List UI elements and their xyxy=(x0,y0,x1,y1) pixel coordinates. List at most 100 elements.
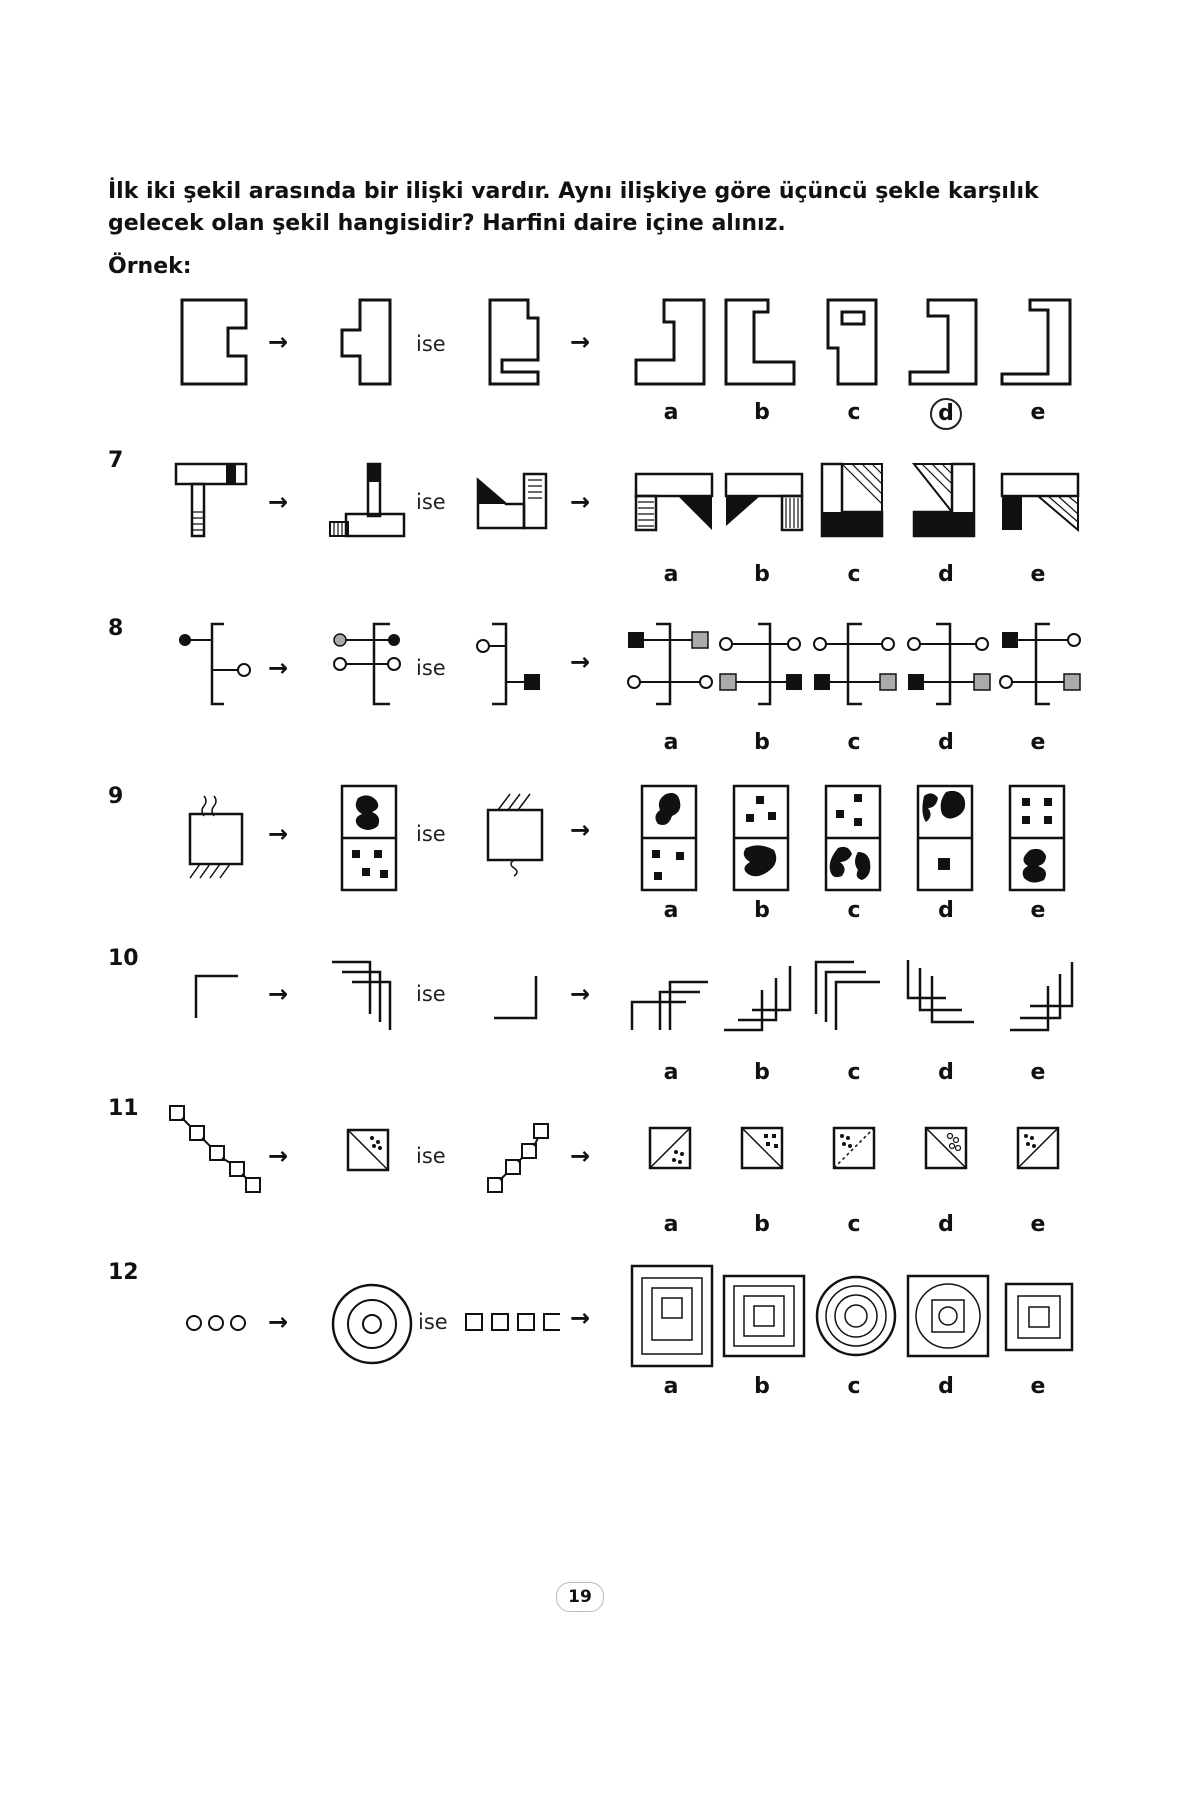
q7-option-e-figure[interactable] xyxy=(1000,472,1080,534)
option-letter-c[interactable]: c xyxy=(847,1060,861,1085)
q12-figure-3 xyxy=(464,1310,564,1334)
option-letter-e[interactable]: e xyxy=(1030,1060,1046,1085)
example-figure-3 xyxy=(488,298,548,388)
q9-option-e-figure[interactable] xyxy=(1008,784,1066,892)
option-letter-d[interactable]: d xyxy=(938,1374,954,1399)
option-letter-c[interactable]: c xyxy=(847,1374,861,1399)
example-answer-circled[interactable]: d xyxy=(930,398,962,430)
option-letter-a[interactable]: a xyxy=(663,1060,679,1085)
q11-option-a-figure[interactable] xyxy=(648,1126,692,1170)
q8-option-b-figure[interactable] xyxy=(718,620,804,710)
option-letter-a[interactable]: a xyxy=(663,1374,679,1399)
arrow: → xyxy=(268,980,289,1008)
q7-figure-2 xyxy=(328,462,408,542)
q8-option-c-figure[interactable] xyxy=(812,620,898,710)
q12-option-b-figure[interactable] xyxy=(722,1274,806,1358)
arrow: → xyxy=(268,328,289,356)
option-letter-a[interactable]: a xyxy=(663,562,679,587)
q7-option-c-figure[interactable] xyxy=(820,462,884,540)
example-option-b-figure[interactable] xyxy=(724,298,796,388)
q7-option-d-figure[interactable] xyxy=(911,462,976,540)
q9-figure-3 xyxy=(484,790,548,877)
question-number: 8 xyxy=(108,616,124,641)
arrow: → xyxy=(570,816,591,844)
q12-option-a-figure[interactable] xyxy=(630,1264,714,1368)
q10-option-b-figure[interactable] xyxy=(722,958,802,1034)
q12-option-c-figure[interactable] xyxy=(814,1274,898,1358)
q9-figure-1 xyxy=(184,794,248,880)
option-letter-c[interactable]: c xyxy=(847,730,861,755)
option-letter-e[interactable]: e xyxy=(1030,898,1046,923)
ise-label: ise xyxy=(416,332,446,356)
option-letter-b[interactable]: b xyxy=(754,1374,770,1399)
q12-option-d-figure[interactable] xyxy=(906,1274,990,1358)
option-letter-e[interactable]: e xyxy=(1030,562,1046,587)
arrow: → xyxy=(570,648,591,676)
ise-label: ise xyxy=(416,490,446,514)
page-number: 19 xyxy=(556,1582,604,1612)
example-option-d-figure[interactable] xyxy=(908,298,980,388)
q7-option-a-figure[interactable] xyxy=(634,472,714,534)
q10-figure-1 xyxy=(192,972,242,1022)
arrow: → xyxy=(570,328,591,356)
q9-option-d-figure[interactable] xyxy=(916,784,974,892)
option-letter-b[interactable]: b xyxy=(754,1212,770,1237)
option-letter-b[interactable]: b xyxy=(754,400,770,425)
arrow: → xyxy=(268,1142,289,1170)
question-number: 12 xyxy=(108,1260,139,1285)
ise-label: ise xyxy=(416,982,446,1006)
option-letter-e[interactable]: e xyxy=(1030,1374,1046,1399)
option-letter-a[interactable]: a xyxy=(663,898,679,923)
option-letter-c[interactable]: c xyxy=(847,898,861,923)
arrow: → xyxy=(570,1142,591,1170)
q12-figure-2 xyxy=(330,1282,414,1366)
option-letter-a[interactable]: a xyxy=(663,400,679,425)
q8-option-d-figure[interactable] xyxy=(906,620,992,710)
option-letter-b[interactable]: b xyxy=(754,1060,770,1085)
q10-figure-2 xyxy=(330,958,410,1034)
q7-figure-3 xyxy=(476,470,556,532)
q11-option-c-figure[interactable] xyxy=(832,1126,876,1170)
option-letter-b[interactable]: b xyxy=(754,730,770,755)
option-letter-d[interactable]: d xyxy=(938,898,954,923)
option-letter-d[interactable]: d xyxy=(938,1212,954,1237)
option-letter-d[interactable]: d xyxy=(938,1060,954,1085)
q9-figure-2 xyxy=(340,784,398,892)
ise-label: ise xyxy=(418,1310,448,1334)
q11-option-b-figure[interactable] xyxy=(740,1126,784,1170)
example-heading: Örnek: xyxy=(108,254,192,279)
q9-option-a-figure[interactable] xyxy=(640,784,698,892)
question-number: 10 xyxy=(108,946,139,971)
q8-option-a-figure[interactable] xyxy=(626,620,713,710)
q9-option-c-figure[interactable] xyxy=(824,784,882,892)
option-letter-a[interactable]: a xyxy=(663,1212,679,1237)
q8-option-e-figure[interactable] xyxy=(998,620,1084,710)
option-letter-c[interactable]: c xyxy=(847,1212,861,1237)
option-letter-a[interactable]: a xyxy=(663,730,679,755)
q10-option-c-figure[interactable] xyxy=(814,958,894,1034)
q7-option-b-figure[interactable] xyxy=(724,472,804,534)
q10-option-e-figure[interactable] xyxy=(1000,958,1080,1034)
option-letter-e[interactable]: e xyxy=(1030,400,1046,425)
q9-option-b-figure[interactable] xyxy=(732,784,790,892)
option-letter-d[interactable]: d xyxy=(938,562,954,587)
q10-option-a-figure[interactable] xyxy=(630,958,710,1034)
option-letter-e[interactable]: e xyxy=(1030,1212,1046,1237)
example-option-c-figure[interactable] xyxy=(826,298,880,388)
q11-option-e-figure[interactable] xyxy=(1016,1126,1060,1170)
q12-option-e-figure[interactable] xyxy=(1004,1282,1074,1352)
arrow: → xyxy=(268,1308,289,1336)
arrow: → xyxy=(268,820,289,848)
example-figure-2 xyxy=(340,298,400,388)
q11-option-d-figure[interactable] xyxy=(924,1126,968,1170)
example-option-e-figure[interactable] xyxy=(1000,298,1072,388)
option-letter-b[interactable]: b xyxy=(754,898,770,923)
q10-option-d-figure[interactable] xyxy=(906,958,986,1034)
option-letter-c[interactable]: c xyxy=(847,400,861,425)
option-letter-c[interactable]: c xyxy=(847,562,861,587)
instructions: İlk iki şekil arasında bir ilişki vardır… xyxy=(108,179,1039,236)
option-letter-e[interactable]: e xyxy=(1030,730,1046,755)
option-letter-d[interactable]: d xyxy=(938,730,954,755)
option-letter-b[interactable]: b xyxy=(754,562,770,587)
example-option-a-figure[interactable] xyxy=(634,298,706,388)
